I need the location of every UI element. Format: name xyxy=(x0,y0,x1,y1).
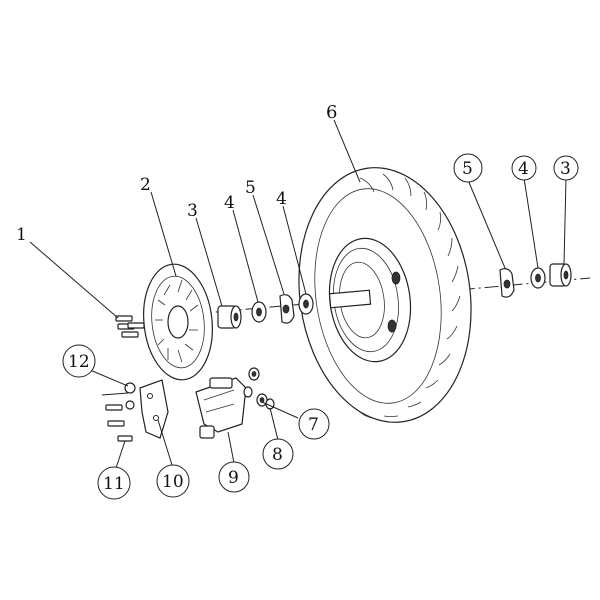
label-2: 2 xyxy=(140,175,151,195)
label-4-right-circle xyxy=(511,155,537,181)
label-8-circle xyxy=(262,438,294,470)
part-7-nut xyxy=(248,367,268,407)
label-3-right-circle xyxy=(553,155,579,181)
part-4-right-washer xyxy=(530,267,546,289)
label-5-right-circle xyxy=(453,153,483,183)
label-3-left: 3 xyxy=(187,201,198,221)
label-10: 10 xyxy=(162,472,184,492)
part-12-nut xyxy=(124,382,136,410)
label-10-circle xyxy=(156,464,190,498)
label-4-left-a: 4 xyxy=(224,193,235,213)
part-6-wheel xyxy=(298,167,472,423)
part-5-right-tab-washer xyxy=(499,268,515,298)
part-4-left-washer xyxy=(251,301,267,323)
label-11: 11 xyxy=(103,474,125,494)
label-12: 12 xyxy=(68,352,90,372)
part-11-bolts xyxy=(101,392,133,442)
part-10-bracket xyxy=(139,379,169,439)
part-4-left-washer-b xyxy=(298,293,314,315)
label-7: 7 xyxy=(308,415,319,435)
label-9-circle xyxy=(218,461,250,493)
part-1-screws xyxy=(115,315,145,338)
label-4-right: 4 xyxy=(518,159,529,179)
label-12-circle xyxy=(62,344,96,378)
leader-lines xyxy=(29,119,567,469)
label-1: 1 xyxy=(16,225,27,245)
label-5-left: 5 xyxy=(245,178,256,198)
label-11-circle xyxy=(97,466,131,500)
label-3-right: 3 xyxy=(560,159,571,179)
label-9: 9 xyxy=(228,468,239,488)
label-8: 8 xyxy=(272,445,283,465)
part-8-washer xyxy=(243,386,275,410)
part-5-left-tab-washer xyxy=(279,294,295,324)
label-6: 6 xyxy=(326,102,337,123)
label-7-circle xyxy=(298,408,330,440)
part-3-right-nut xyxy=(549,263,572,287)
part-3-left-nut xyxy=(217,305,242,329)
label-4-left-b: 4 xyxy=(276,189,287,209)
part-2-brake-disc xyxy=(143,263,213,381)
part-9-brake-caliper xyxy=(195,377,247,439)
label-5-right: 5 xyxy=(462,159,473,179)
